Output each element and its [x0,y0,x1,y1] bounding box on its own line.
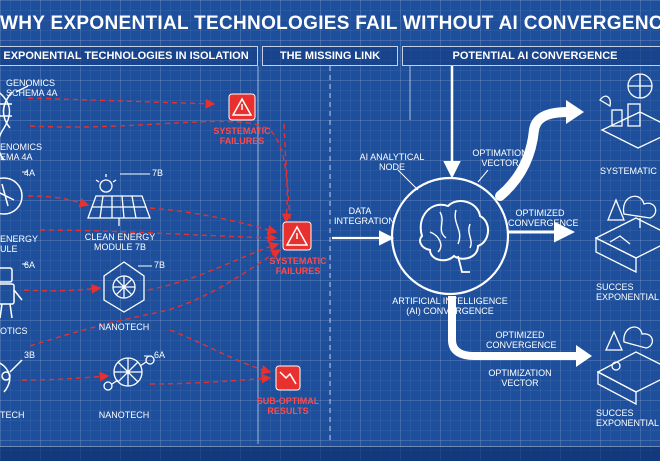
flow-optimized-convergence-2 [448,296,578,360]
genomics-icon [0,85,29,161]
page-title: WHY EXPONENTIAL TECHNOLOGIES FAIL WITHOU… [0,13,660,34]
systematic-label: SYSTEMATIC [600,166,657,176]
success-scene-icon-1 [594,195,660,274]
ai-convergence-label: ARTIFICIAL INTELLIGENCE (AI) CONVERGENCE [392,296,508,316]
nanotech-2-label: NANOTECH [98,410,150,420]
flow-energy-to-failure [39,229,278,243]
flow-nano1-to-failure [147,241,280,291]
flow-solar-to-failure [149,207,278,235]
flow-energy-to-solar [27,195,90,208]
optimized-convergence-1-label: OPTIMIZED CONVERGENCE [508,208,579,228]
nanotech-2-code-label: 6A [154,350,166,360]
nanotech-icon-2 [103,355,155,391]
warning-icon-middle [282,221,312,251]
failure-top-label: SYSTEMATIC FAILURES [213,126,271,146]
ai-brain-icon [390,176,510,296]
systematic-scene-icon [599,73,660,149]
section-header-ai-convergence: POTENTIAL AI CONVERGENCE [402,46,660,66]
flow-tech-to-nano2 [21,371,110,382]
clean-energy-code-label: 7B [152,168,164,178]
success-exponential-2-label: SUCCES EXPONENTIAL [596,408,660,428]
flow-to-systematic [495,107,573,201]
nanotech-1-label: NANOTECH [98,322,150,332]
genomics-schema-label: GENOMICS SCHEMA 4A [6,78,58,98]
nanotech-1-code-label: 7B [154,260,166,270]
flow-tech-to-failure [29,249,282,347]
robotics-label-partial: OTICS [0,326,28,336]
leader-line-optimation [477,169,489,183]
energy-label-partial: ENERGY ULE [0,234,39,254]
optimized-convergence-2-label: OPTIMIZED CONVERGENCE [486,330,557,350]
section-header-isolation: EXPONENTIAL TECHNOLOGIES IN ISOLATION [0,46,258,66]
nanotech-icon-1 [103,261,145,313]
flow-genomics-to-failure-mid [29,120,292,224]
energy-left-icon [0,177,23,215]
optimization-vector-label: OPTIMIZATION VECTOR [488,368,552,388]
leader-line-ai-node [397,169,419,191]
tech-label-partial: TECH [0,410,25,420]
flow-robotics-to-nano [23,283,102,294]
failure-middle-label: SYSTEMATIC FAILURES [269,256,327,276]
warning-icon-top [228,93,256,121]
success-scene-icon-2 [596,326,660,406]
footer-band [0,446,660,461]
success-exponential-1-label: SUCCES EXPONENTIAL [596,282,660,302]
chart-down-icon [275,365,301,391]
flow-nano1-to-suboptimal [169,329,272,375]
arrowhead-systematic [566,100,584,124]
clean-energy-module-label: CLEAN ENERGY MODULE 7B [84,232,156,252]
energy-code-label: 4A [24,168,36,178]
flow-nano2-to-suboptimal [149,373,272,385]
tech-code-label: 3B [24,350,36,360]
flow-failure-top-down [283,123,291,221]
data-integration-label: DATA INTEGRATION [334,206,395,226]
solar-panel-icon [87,174,151,226]
tech-left-icon [0,359,23,393]
robotics-code-label: 6A [24,260,36,270]
robotics-icon [0,267,23,319]
ai-analytical-node-label: AI ANALYTICAL NODE [359,152,425,172]
arrowhead-optimized-2 [576,345,592,367]
genomics-label-partial: ENOMICS EMA 4A [0,142,43,162]
suboptimal-results-label: SUB-OPTIMAL RESULTS [256,396,320,416]
optimation-vector-label: OPTIMATION VECTOR [472,148,528,168]
flow-genomics-to-failure-top [27,97,216,109]
section-header-missing-link: THE MISSING LINK [262,46,398,66]
